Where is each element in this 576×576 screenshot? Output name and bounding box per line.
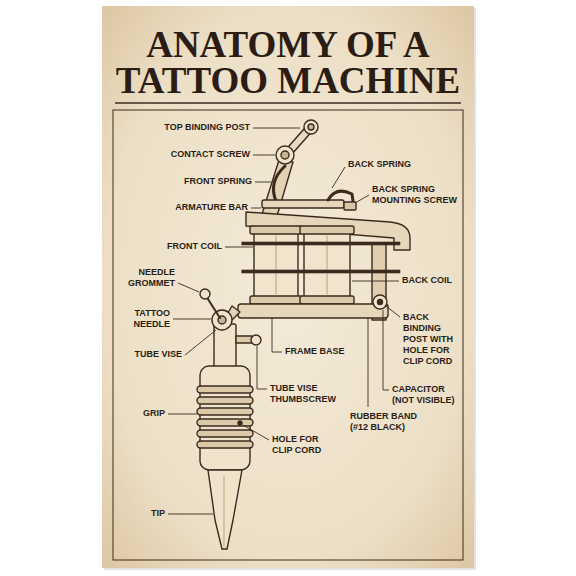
part-label: BACK COIL <box>402 275 460 286</box>
tip <box>208 470 242 549</box>
title-rule <box>115 102 461 104</box>
leader-line <box>352 281 399 282</box>
part-label: BACK SPRING <box>348 159 428 170</box>
back-binding-post <box>373 295 387 309</box>
leader-line <box>253 128 300 129</box>
part-label: ARMATURE BAR <box>138 202 248 213</box>
leader-line <box>168 414 197 415</box>
part-label: BACK SPRING MOUNTING SCREW <box>372 184 460 206</box>
leader-line <box>383 310 389 390</box>
leader-line <box>251 208 261 209</box>
clip-cord-hole <box>238 421 242 425</box>
part-label: FRAME BASE <box>285 346 355 357</box>
grip-rib <box>197 430 253 437</box>
tube-vise-thumbscrew <box>251 335 261 345</box>
part-label: TATTOO NEEDLE <box>126 308 170 330</box>
part-label: GRIP <box>125 408 165 419</box>
grip <box>200 366 250 470</box>
leader-line <box>185 330 216 355</box>
part-label: RUBBER BAND (#12 BLACK) <box>350 411 424 433</box>
leader-line <box>257 346 267 389</box>
grip-rib <box>197 408 253 415</box>
contact-screw-core <box>281 151 289 159</box>
leader-line <box>243 425 269 440</box>
poster-title: ANATOMY OF A TATTOO MACHINE <box>103 27 473 99</box>
frame-base <box>238 304 388 318</box>
clip-cord-hole <box>378 300 383 305</box>
leader-line <box>253 155 275 156</box>
part-label: FRONT COIL <box>122 241 222 252</box>
part-label: FRONT SPRING <box>142 176 252 187</box>
leader-line <box>168 514 213 515</box>
back-coil-cap <box>300 226 354 234</box>
leader-line <box>255 182 271 183</box>
leader-line <box>173 319 211 320</box>
front-spring <box>273 166 285 201</box>
leader-line <box>386 306 400 317</box>
leader-line <box>178 283 199 292</box>
part-label: TUBE VISE <box>122 349 182 360</box>
back-coil-base <box>300 296 354 304</box>
back-spring-mounting-screw <box>344 202 356 210</box>
leader-line <box>332 167 345 188</box>
grip-rib <box>197 419 253 426</box>
contact-screw <box>276 146 294 164</box>
part-label: BACK BINDING POST WITH HOLE FOR CLIP COR… <box>403 312 457 367</box>
tattoo-needle <box>206 296 220 318</box>
top-binding-post-hole <box>308 124 314 130</box>
front-coil-cap <box>250 226 302 234</box>
front-coil-base <box>250 296 302 304</box>
rubber-band <box>242 270 400 273</box>
armature-bar <box>262 200 344 208</box>
tip-shade <box>223 476 224 546</box>
leader-line <box>368 318 369 407</box>
leader-line <box>355 195 369 203</box>
part-label: HOLE FOR CLIP CORD <box>272 434 328 456</box>
grip-rib <box>197 397 253 404</box>
needle-grommet <box>200 289 210 299</box>
top-binding-post <box>304 120 318 134</box>
part-label: TIP <box>125 508 165 519</box>
part-label: CONTACT SCREW <box>140 149 250 160</box>
grip-rib <box>197 386 253 393</box>
part-label: NEEDLE GROMMET <box>125 267 175 289</box>
part-label: TOP BINDING POST <box>140 122 250 133</box>
part-label: CAPACITOR (NOT VISIBLE) <box>392 384 458 406</box>
rubber-band <box>242 242 400 245</box>
poster-paper <box>102 6 474 568</box>
tube-vise <box>212 310 232 330</box>
thumbscrew-shaft <box>236 336 252 343</box>
grip-rib <box>197 441 253 448</box>
leader-line <box>225 247 253 248</box>
back-spring <box>328 191 353 201</box>
part-label: TUBE VISE THUMBSCREW <box>270 383 342 405</box>
tube <box>214 324 236 368</box>
leader-line <box>272 318 282 352</box>
inner-frame <box>113 110 463 560</box>
